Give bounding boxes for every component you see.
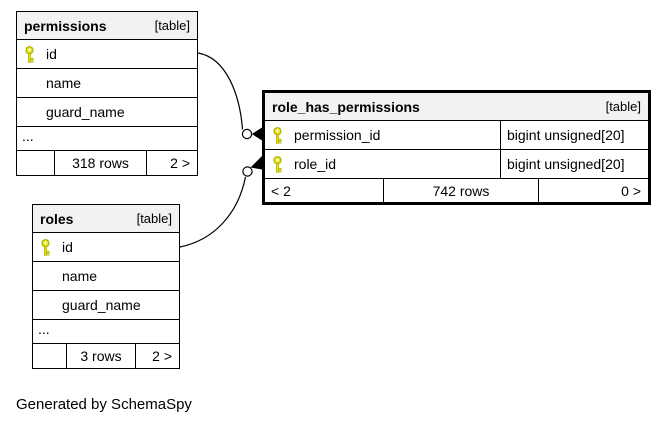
column-row-guard-name: guard_name [17, 98, 197, 127]
key-icon [33, 238, 62, 256]
table-tag: [table] [136, 211, 172, 226]
table-footer: 3 rows 2 > [33, 344, 179, 368]
column-row-role-id: role_id bigint unsigned[20] [265, 150, 648, 179]
table-header-role-has-permissions[interactable]: role_has_permissions [table] [265, 93, 648, 121]
column-row-id: id [33, 233, 179, 262]
table-tag: [table] [605, 99, 641, 114]
footer-related-left [17, 151, 54, 175]
column-row-name: name [33, 262, 179, 291]
table-header-permissions[interactable]: permissions [table] [17, 12, 197, 40]
column-row-guard-name: guard_name [33, 291, 179, 320]
ellipsis-row: ... [33, 320, 179, 344]
footer-related-left [33, 344, 66, 368]
column-name: id [62, 239, 73, 255]
column-row-id: id [17, 40, 197, 69]
column-name: id [46, 46, 57, 62]
key-icon [265, 126, 294, 144]
table-header-roles[interactable]: roles [table] [33, 205, 179, 233]
column-row-permission-id: permission_id bigint unsigned[20] [265, 121, 648, 150]
footer-row-count: 3 rows [66, 344, 135, 368]
column-name: permission_id [294, 127, 381, 143]
footer-related-right: 2 > [135, 344, 179, 368]
footer-related-right: 2 > [146, 151, 197, 175]
footer-row-count: 318 rows [54, 151, 146, 175]
table-footer: 318 rows 2 > [17, 151, 197, 175]
column-row-name: name [17, 69, 197, 98]
key-icon [265, 155, 294, 173]
table-node-role-has-permissions[interactable]: role_has_permissions [table] permission_… [262, 90, 651, 205]
ellipsis-row: ... [17, 127, 197, 151]
generated-by-note: Generated by SchemaSpy [16, 396, 192, 413]
table-tag: [table] [154, 18, 190, 33]
column-name: name [46, 75, 82, 91]
column-name: guard_name [46, 104, 125, 120]
column-name: name [62, 268, 98, 284]
fk-connector-permissions-id [197, 52, 262, 141]
column-type: bigint unsigned[20] [500, 121, 648, 149]
key-icon [17, 45, 46, 63]
footer-related-left: < 2 [271, 182, 291, 199]
table-name: permissions [24, 17, 107, 34]
footer-related-right: 0 > [538, 179, 648, 202]
table-node-permissions[interactable]: permissions [table] id name guard_name [16, 11, 198, 176]
table-footer: < 2 742 rows 0 > [265, 179, 648, 202]
column-name: guard_name [62, 297, 141, 313]
table-node-roles[interactable]: roles [table] id name guard_name ... [32, 204, 180, 369]
column-type: bigint unsigned[20] [500, 150, 648, 178]
footer-row-count: 742 rows [383, 179, 538, 202]
table-name: roles [40, 210, 74, 227]
table-name: role_has_permissions [272, 98, 420, 115]
column-name: role_id [294, 156, 337, 172]
